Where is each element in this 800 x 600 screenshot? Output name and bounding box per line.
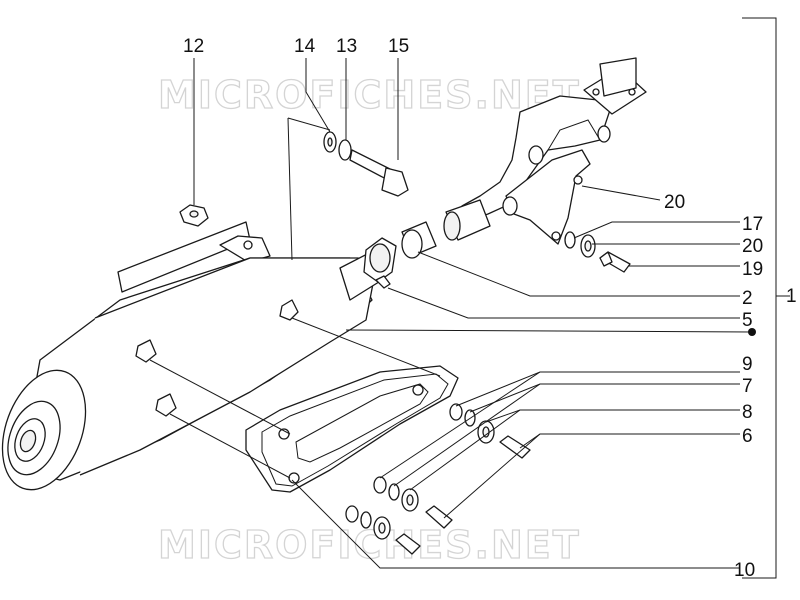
leader-lines — [149, 17, 790, 579]
callout-19: 19 — [742, 259, 763, 280]
callout-13: 13 — [336, 36, 357, 57]
gasket-part — [401, 221, 437, 259]
nut-part — [179, 204, 209, 227]
right-fasteners — [564, 231, 631, 273]
watermark-top: MICROFICHES.NET — [158, 73, 581, 117]
callout-5: 5 — [742, 310, 753, 331]
callout-labels: 12 14 13 15 20 17 20 19 2 5 1 9 7 8 6 10 — [183, 36, 797, 581]
callout-20-lower: 20 — [742, 236, 763, 257]
callout-9: 9 — [742, 354, 753, 375]
callout-17: 17 — [742, 214, 763, 235]
heat-shield-part — [245, 365, 459, 493]
callout-7: 7 — [742, 376, 753, 397]
lower-fasteners — [345, 403, 531, 555]
callout-6: 6 — [742, 426, 753, 447]
callout-1: 1 — [786, 286, 797, 307]
callout-12: 12 — [183, 36, 204, 57]
callout-20-upper: 20 — [664, 192, 685, 213]
callout-10: 10 — [734, 560, 755, 581]
clamp-part — [363, 237, 397, 289]
reference-dot — [748, 328, 756, 336]
callout-14: 14 — [294, 36, 316, 57]
watermark-bottom: MICROFICHES.NET — [158, 523, 581, 567]
bolt-15-assembly — [323, 131, 409, 197]
callout-15: 15 — [388, 36, 409, 57]
callout-8: 8 — [742, 402, 753, 423]
exhaust-pipe-part — [443, 57, 647, 245]
callout-2: 2 — [742, 288, 753, 309]
